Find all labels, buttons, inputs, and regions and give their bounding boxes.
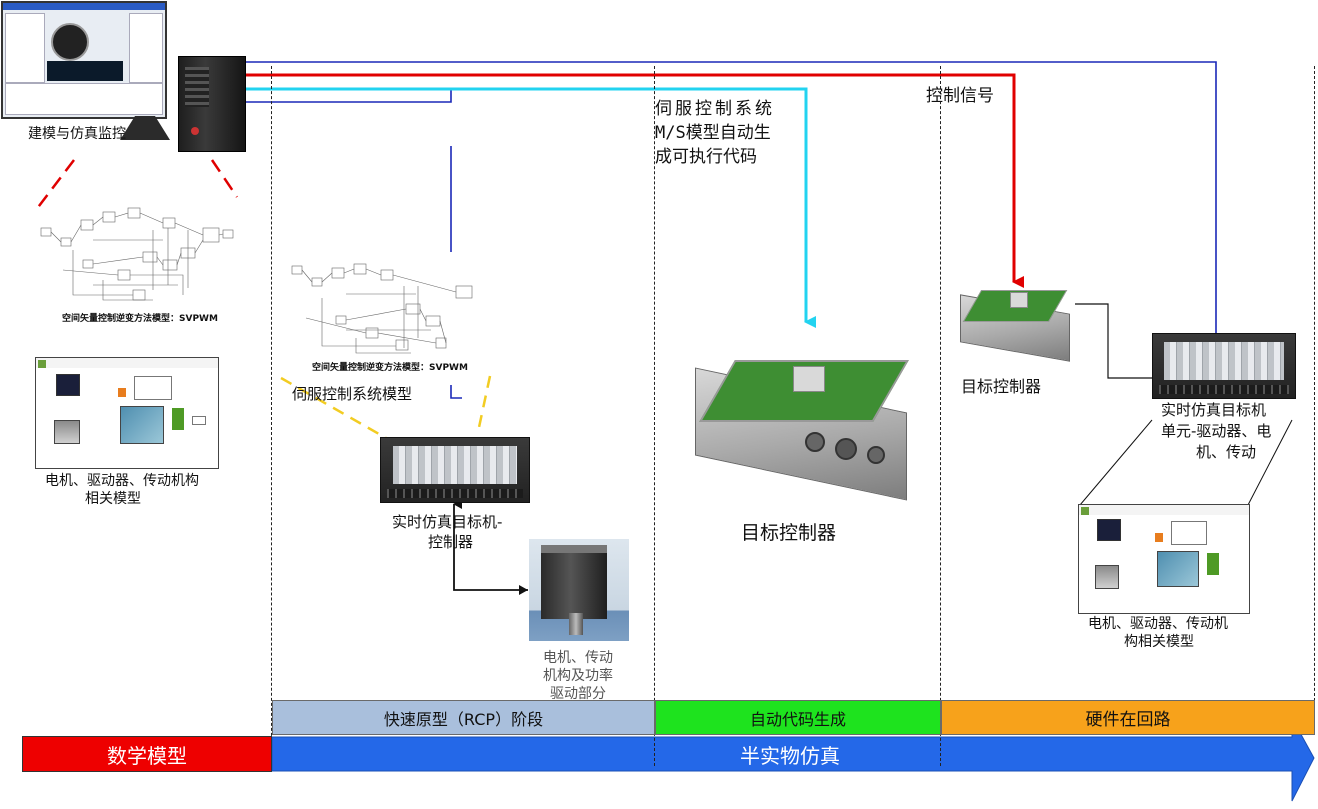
control-signal-label: 控制信号: [926, 86, 994, 106]
aircraft-image: [120, 406, 164, 444]
gauge-icon: [51, 23, 89, 61]
svpwm-diagram-1: [40, 207, 234, 301]
rack-connectors-hil: [1158, 385, 1290, 395]
screen-tree-panel: [5, 13, 45, 83]
screen-titlebar: [3, 3, 165, 10]
servo-autogen-line3: 成可执行代码: [655, 147, 757, 167]
separator-1: [271, 66, 272, 766]
target-controller-big-label: 目标控制器: [741, 522, 837, 544]
pc-power-icon: [191, 127, 199, 135]
blue-link-line-2: [244, 90, 452, 103]
rt-target-controller-line1: 实时仿真目标机-: [392, 513, 503, 531]
red-control-line: [244, 73, 1024, 288]
screen-property-panel: [5, 83, 163, 115]
rt-target-rack-hil: [1152, 333, 1296, 399]
yellow-dash-right: [476, 375, 492, 433]
rt-target-unit-line3: 机、传动: [1196, 443, 1257, 461]
green-block-icon-right: [1207, 553, 1219, 575]
controller-chip: [793, 366, 825, 392]
blue-link-line: [244, 61, 1217, 336]
motor-shaft: [569, 613, 583, 635]
semi-physical-label: 半实物仿真: [740, 743, 840, 768]
motor-model-right-line1: 电机、驱动器、传动机: [1088, 616, 1228, 632]
red-dash-left: [35, 159, 75, 211]
controller-port-2: [835, 438, 857, 460]
motor-model-left-line1: 电机、驱动器、传动机构: [45, 473, 199, 489]
controller-port-3: [867, 446, 885, 464]
screen-list-panel: [129, 13, 163, 83]
target-controller-small-image: [960, 284, 1072, 362]
pc-tower: [178, 56, 246, 152]
scope-block-right: [1171, 521, 1207, 545]
controller-port-1: [805, 432, 825, 452]
orange-block-icon-right: [1155, 533, 1163, 542]
simulink-logo-icon: [38, 360, 46, 368]
motor-parts-line1: 电机、传动: [543, 650, 613, 666]
rack-slots: [392, 445, 518, 485]
terrain-image: [54, 420, 80, 444]
cockpit-image: [56, 374, 80, 396]
orange-block-icon: [118, 388, 126, 397]
svpwm-caption-1: 空间矢量控制逆变方法模型：SVPWM: [62, 314, 218, 324]
green-block-icon: [172, 408, 184, 430]
model-header-bar-right: [1079, 505, 1249, 515]
separator-4: [1314, 66, 1315, 716]
red-dash-right: [210, 159, 239, 198]
blue-vertical-rcp-2: [450, 385, 462, 399]
stage-hil: 硬件在回路: [941, 700, 1315, 735]
motor-model-box-left: [35, 357, 219, 469]
projection-line-right: [1247, 419, 1293, 506]
servo-autogen-line2: M/S模型自动生: [655, 123, 771, 143]
motor-parts-line3: 驱动部分: [550, 686, 606, 702]
simulink-logo-icon-right: [1081, 507, 1089, 515]
svpwm-diagram-2: [291, 263, 473, 354]
cockpit-image-right: [1097, 519, 1121, 541]
motor-image: [529, 539, 629, 641]
terrain-image-right: [1095, 565, 1119, 589]
motor-model-left-line2: 相关模型: [85, 491, 141, 507]
rt-target-rack-rcp: [380, 437, 530, 503]
rt-target-unit-line1: 实时仿真目标机: [1161, 401, 1267, 419]
black-link-hil: [1075, 303, 1152, 379]
rack-slots-hil: [1164, 341, 1284, 381]
motor-model-right-line2: 构相关模型: [1124, 634, 1194, 650]
separator-2: [654, 66, 655, 766]
motor-model-box-right: [1078, 504, 1250, 614]
black-link-motor: [453, 548, 528, 595]
projection-line-left: [1079, 419, 1153, 506]
stage-autocode: 自动代码生成: [655, 700, 941, 735]
pc-tower-bays: [185, 67, 209, 107]
modeling-monitor-label: 建模与仿真监控: [28, 126, 126, 142]
target-controller-small-label: 目标控制器: [961, 377, 1042, 396]
output-block: [192, 416, 206, 425]
screen-chart-panel: [47, 61, 123, 81]
small-chip: [1010, 292, 1028, 308]
aircraft-image-right: [1157, 551, 1199, 587]
rt-target-controller-line2: 控制器: [428, 533, 474, 551]
cyan-code-line: [244, 87, 816, 328]
servo-model-label: 伺服控制系统模型: [292, 385, 413, 403]
math-model-bar: 数学模型: [22, 736, 272, 772]
motor-parts-line2: 机构及功率: [543, 668, 613, 684]
motor-body: [541, 545, 607, 619]
separator-3: [940, 66, 941, 766]
rt-target-unit-line2: 单元-驱动器、电: [1161, 422, 1272, 440]
rack-connectors: [386, 489, 524, 499]
target-controller-big-image: [695, 350, 913, 501]
stage-rcp: 快速原型（RCP）阶段: [272, 700, 655, 735]
servo-autogen-line1: 伺服控制系统: [655, 99, 775, 119]
svpwm-caption-2: 空间矢量控制逆变方法模型：SVPWM: [312, 363, 468, 373]
yellow-dash-left: [280, 376, 387, 440]
model-header-bar: [36, 358, 218, 368]
monitor-screen: [1, 1, 167, 119]
scope-block: [134, 376, 172, 400]
